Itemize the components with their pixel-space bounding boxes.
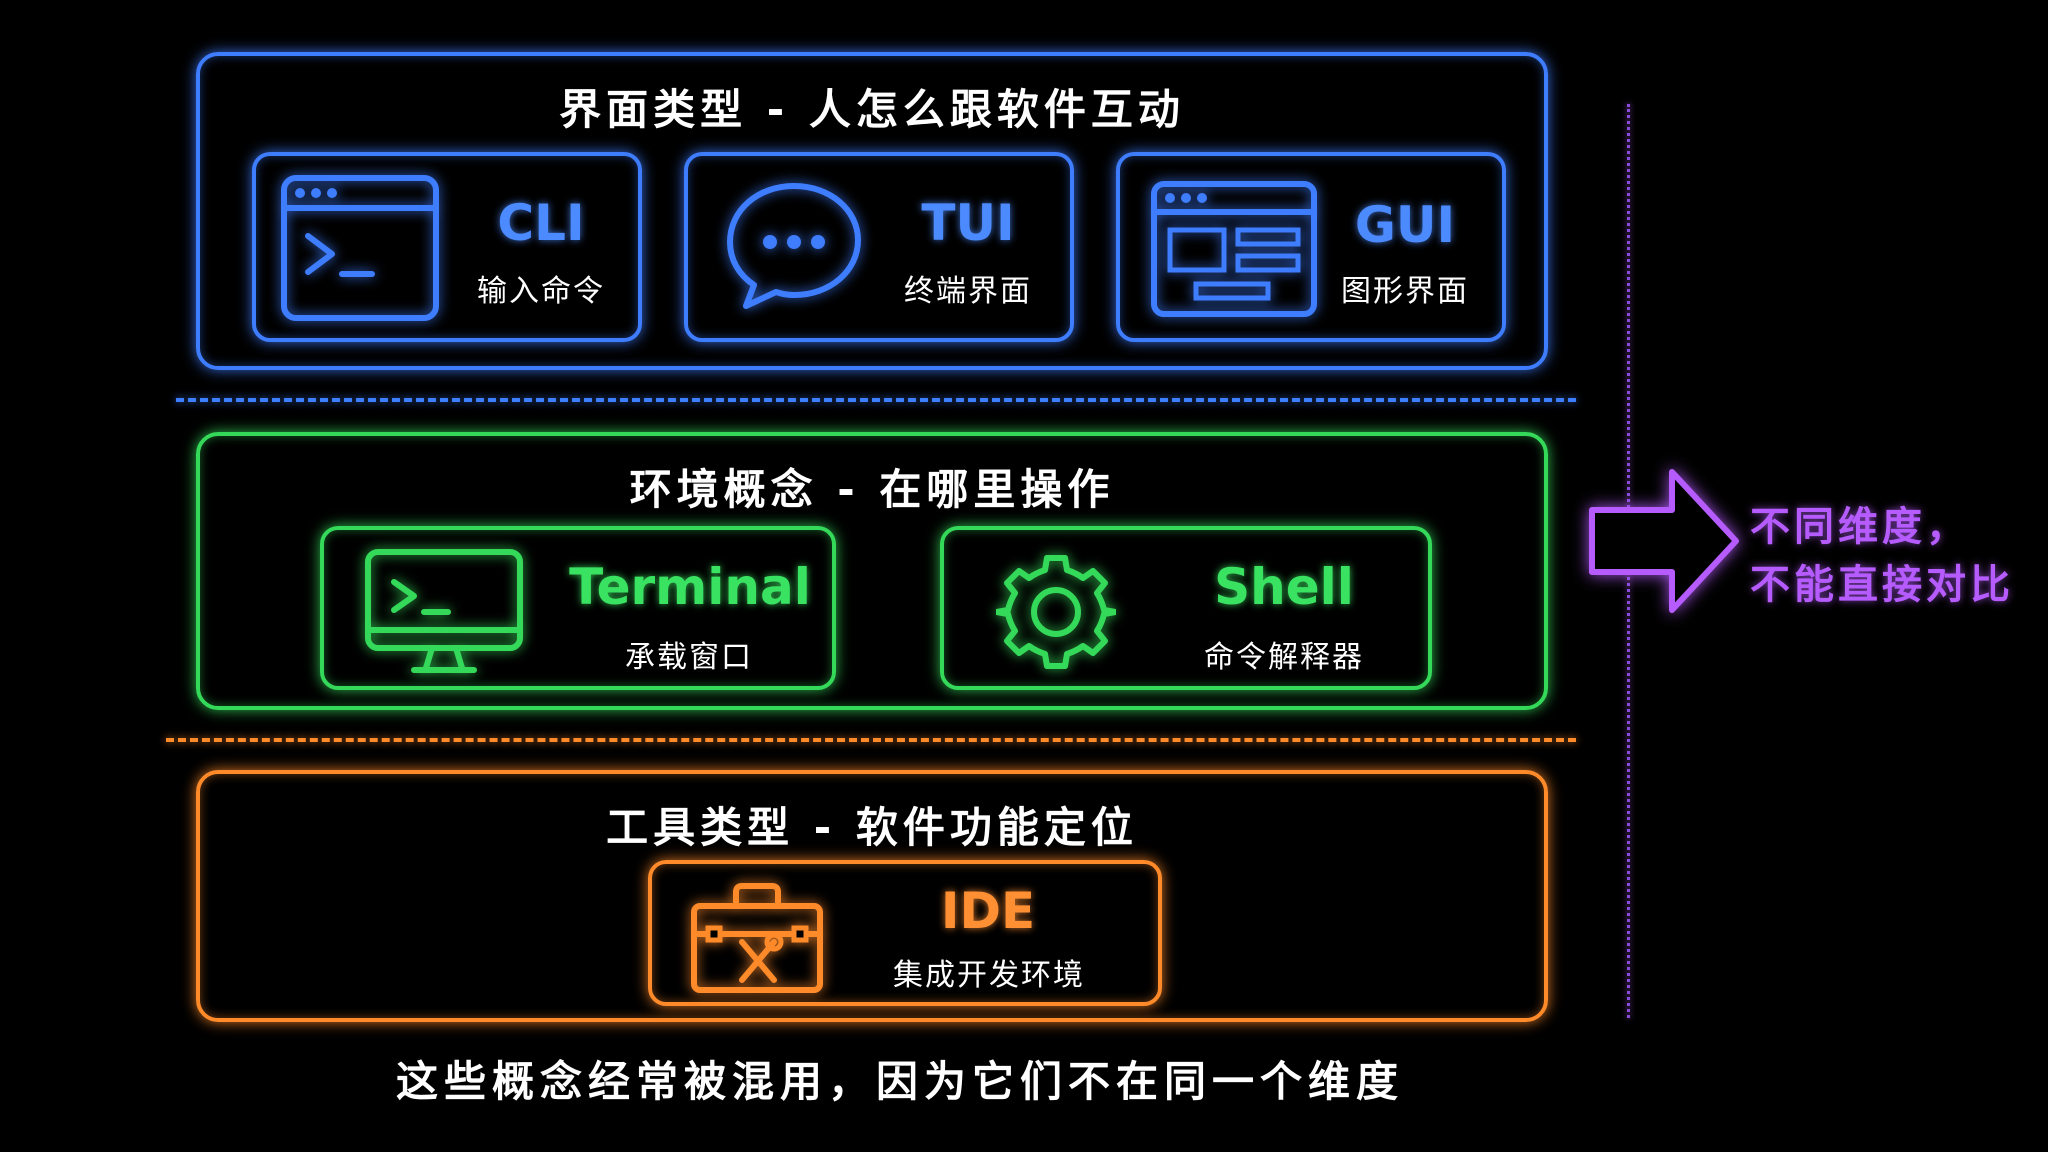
right-arrow-icon <box>1589 469 1739 613</box>
shell-desc: 命令解释器 <box>1204 640 1364 675</box>
terminal-desc: 承载窗口 <box>625 640 753 675</box>
interface-type-panel: 界面类型 - 人怎么跟软件互动 CLI 输入命令 TUI 终端界面 <box>196 52 1548 370</box>
separator-orange <box>166 738 1576 742</box>
shell-card: Shell 命令解释器 <box>940 526 1432 690</box>
environment-concept-panel: 环境概念 - 在哪里操作 Terminal 承载窗口 Shell 命令解释器 <box>196 432 1548 710</box>
footer-caption: 这些概念经常被混用，因为它们不在同一个维度 <box>395 1057 1404 1106</box>
terminal-window-icon <box>281 175 439 321</box>
chat-bubble-icon <box>727 183 861 309</box>
side-note: 不同维度， 不能直接对比 <box>1750 498 2040 614</box>
tool-panel-title: 工具类型 - 软件功能定位 <box>606 803 1138 852</box>
toolbox-icon <box>691 883 823 993</box>
separator-blue <box>176 398 1576 402</box>
gui-window-icon <box>1151 181 1317 317</box>
shell-label: Shell <box>1214 558 1354 616</box>
side-note-line-2: 不能直接对比 <box>1750 562 2014 608</box>
cli-card: CLI 输入命令 <box>252 152 642 342</box>
tool-type-panel: 工具类型 - 软件功能定位 IDE 集成开发环境 <box>196 770 1548 1022</box>
monitor-terminal-icon <box>365 549 523 673</box>
tui-card: TUI 终端界面 <box>684 152 1074 342</box>
gui-desc: 图形界面 <box>1341 274 1469 309</box>
terminal-label: Terminal <box>569 558 811 616</box>
cli-label: CLI <box>497 194 585 252</box>
ide-card: IDE 集成开发环境 <box>648 860 1162 1006</box>
gui-card: GUI 图形界面 <box>1116 152 1506 342</box>
ide-label: IDE <box>940 882 1036 940</box>
terminal-card: Terminal 承载窗口 <box>320 526 836 690</box>
tui-label: TUI <box>921 194 1015 252</box>
interface-panel-title: 界面类型 - 人怎么跟软件互动 <box>559 85 1185 134</box>
ide-desc: 集成开发环境 <box>893 958 1085 993</box>
side-note-line-1: 不同维度， <box>1750 504 1970 550</box>
environment-panel-title: 环境概念 - 在哪里操作 <box>629 465 1115 514</box>
gui-label: GUI <box>1354 196 1456 254</box>
cli-desc: 输入命令 <box>477 274 605 309</box>
tui-desc: 终端界面 <box>904 274 1032 309</box>
gear-icon <box>996 555 1116 669</box>
